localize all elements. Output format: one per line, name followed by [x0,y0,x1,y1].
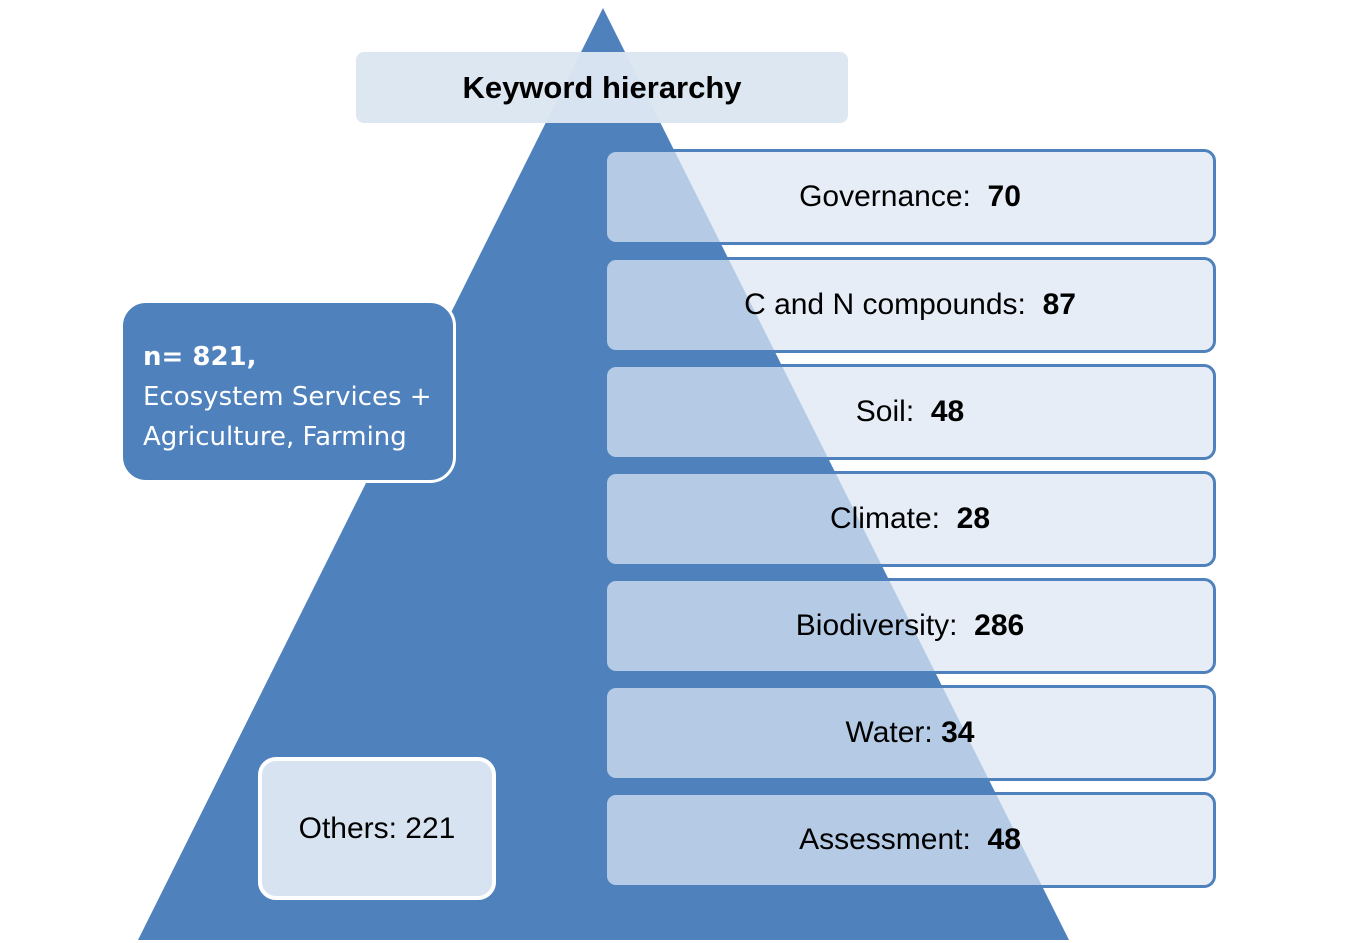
diagram-title: Keyword hierarchy [356,52,848,123]
keyword-name: Governance: [799,180,988,213]
keyword-count: 28 [956,502,991,535]
keyword-name: Assessment: [799,823,988,856]
others-box: Others: 221 [258,757,496,900]
keyword-box-c-and-n-compounds: C and N compounds: 87 [604,257,1216,353]
total-description-line-1: Ecosystem Services + [143,382,432,412]
keyword-box-water: Water: 34 [604,685,1216,781]
total-count-box: n= 821, Ecosystem Services + Agriculture… [120,300,456,483]
keyword-box-assessment: Assessment: 48 [604,792,1216,888]
keyword-name: Climate: [829,502,957,535]
diagram-title-text: Keyword hierarchy [462,69,742,105]
keyword-name: Water: [845,716,942,749]
keyword-name: Soil: [855,395,931,428]
keyword-count: 48 [987,823,1021,856]
keyword-count: 286 [974,609,1025,642]
keyword-box-soil: Soil: 48 [604,364,1216,460]
keyword-box-climate: Climate: 28 [604,471,1216,567]
keyword-count: 48 [930,395,965,428]
keyword-count: 34 [941,716,975,749]
others-label: Others: 221 [298,811,456,845]
keyword-count: 87 [1042,288,1076,321]
keyword-box-governance: Governance: 70 [604,149,1216,245]
keyword-name: Biodiversity: [795,609,975,642]
total-count-label: n= 821, [143,342,257,372]
keyword-box-biodiversity: Biodiversity: 286 [604,578,1216,674]
keyword-count: 70 [987,180,1021,213]
keyword-name: C and N compounds: [744,288,1043,321]
total-description-line-2: Agriculture, Farming [143,422,407,452]
